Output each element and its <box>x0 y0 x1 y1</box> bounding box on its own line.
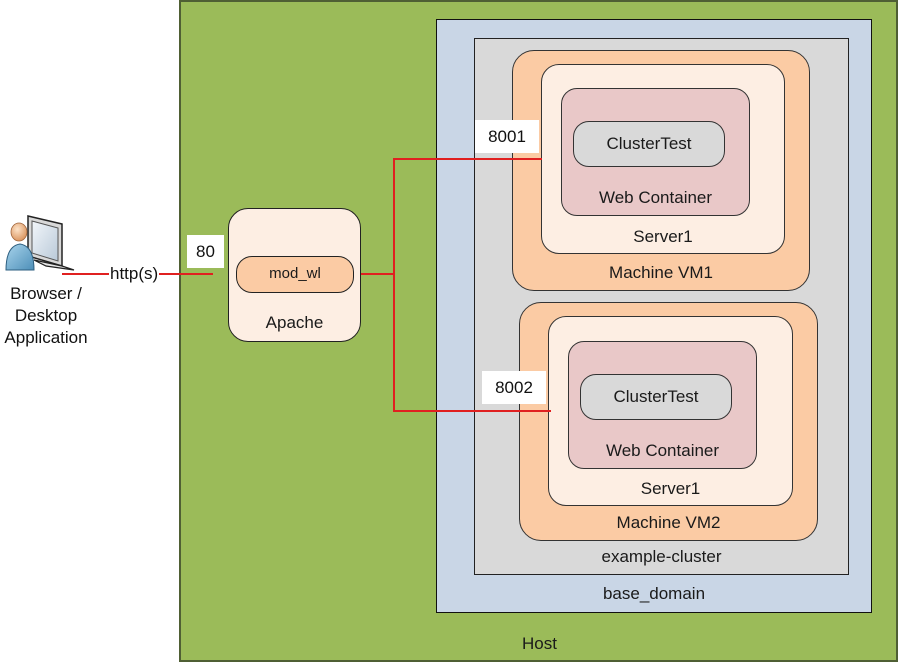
app-clustertest-vm2: ClusterTest <box>580 374 732 420</box>
domain-label: base_domain <box>602 584 706 603</box>
web-container-vm1-label: Web Container <box>598 188 713 207</box>
connector-to-vm1 <box>393 158 542 160</box>
app-clustertest-vm1: ClusterTest <box>573 121 725 167</box>
machine-vm1-label: Machine VM1 <box>609 263 713 282</box>
server-vm2-label: Server1 <box>640 479 701 498</box>
apache-label: Apache <box>265 313 324 332</box>
mod-wl-label: mod_wl <box>269 265 321 282</box>
port-8001-label: 8001 <box>475 120 539 153</box>
vertical-connector <box>393 158 395 412</box>
machine-vm2-label: Machine VM2 <box>616 513 721 532</box>
client-label: Browser / Desktop Application <box>0 283 92 349</box>
server-vm1-label: Server1 <box>633 227 693 246</box>
protocol-label: http(s) <box>109 264 160 284</box>
app-vm2-label: ClusterTest <box>613 387 699 406</box>
client-label-line-3: Application <box>4 328 88 347</box>
cluster-label: example-cluster <box>601 547 722 566</box>
web-container-vm2-label: Web Container <box>605 441 720 460</box>
user-computer-icon <box>4 208 76 278</box>
port-80-label: 80 <box>187 235 224 268</box>
host-label: Host <box>522 634 557 653</box>
mod-wl-module: mod_wl <box>236 256 354 293</box>
client-label-line-2: Desktop <box>14 306 78 325</box>
port-8002-label: 8002 <box>482 371 546 404</box>
apache-out-connector <box>361 273 394 275</box>
connector-to-vm2 <box>393 410 551 412</box>
app-vm1-label: ClusterTest <box>606 134 692 153</box>
client-label-line-1: Browser / <box>10 284 82 303</box>
